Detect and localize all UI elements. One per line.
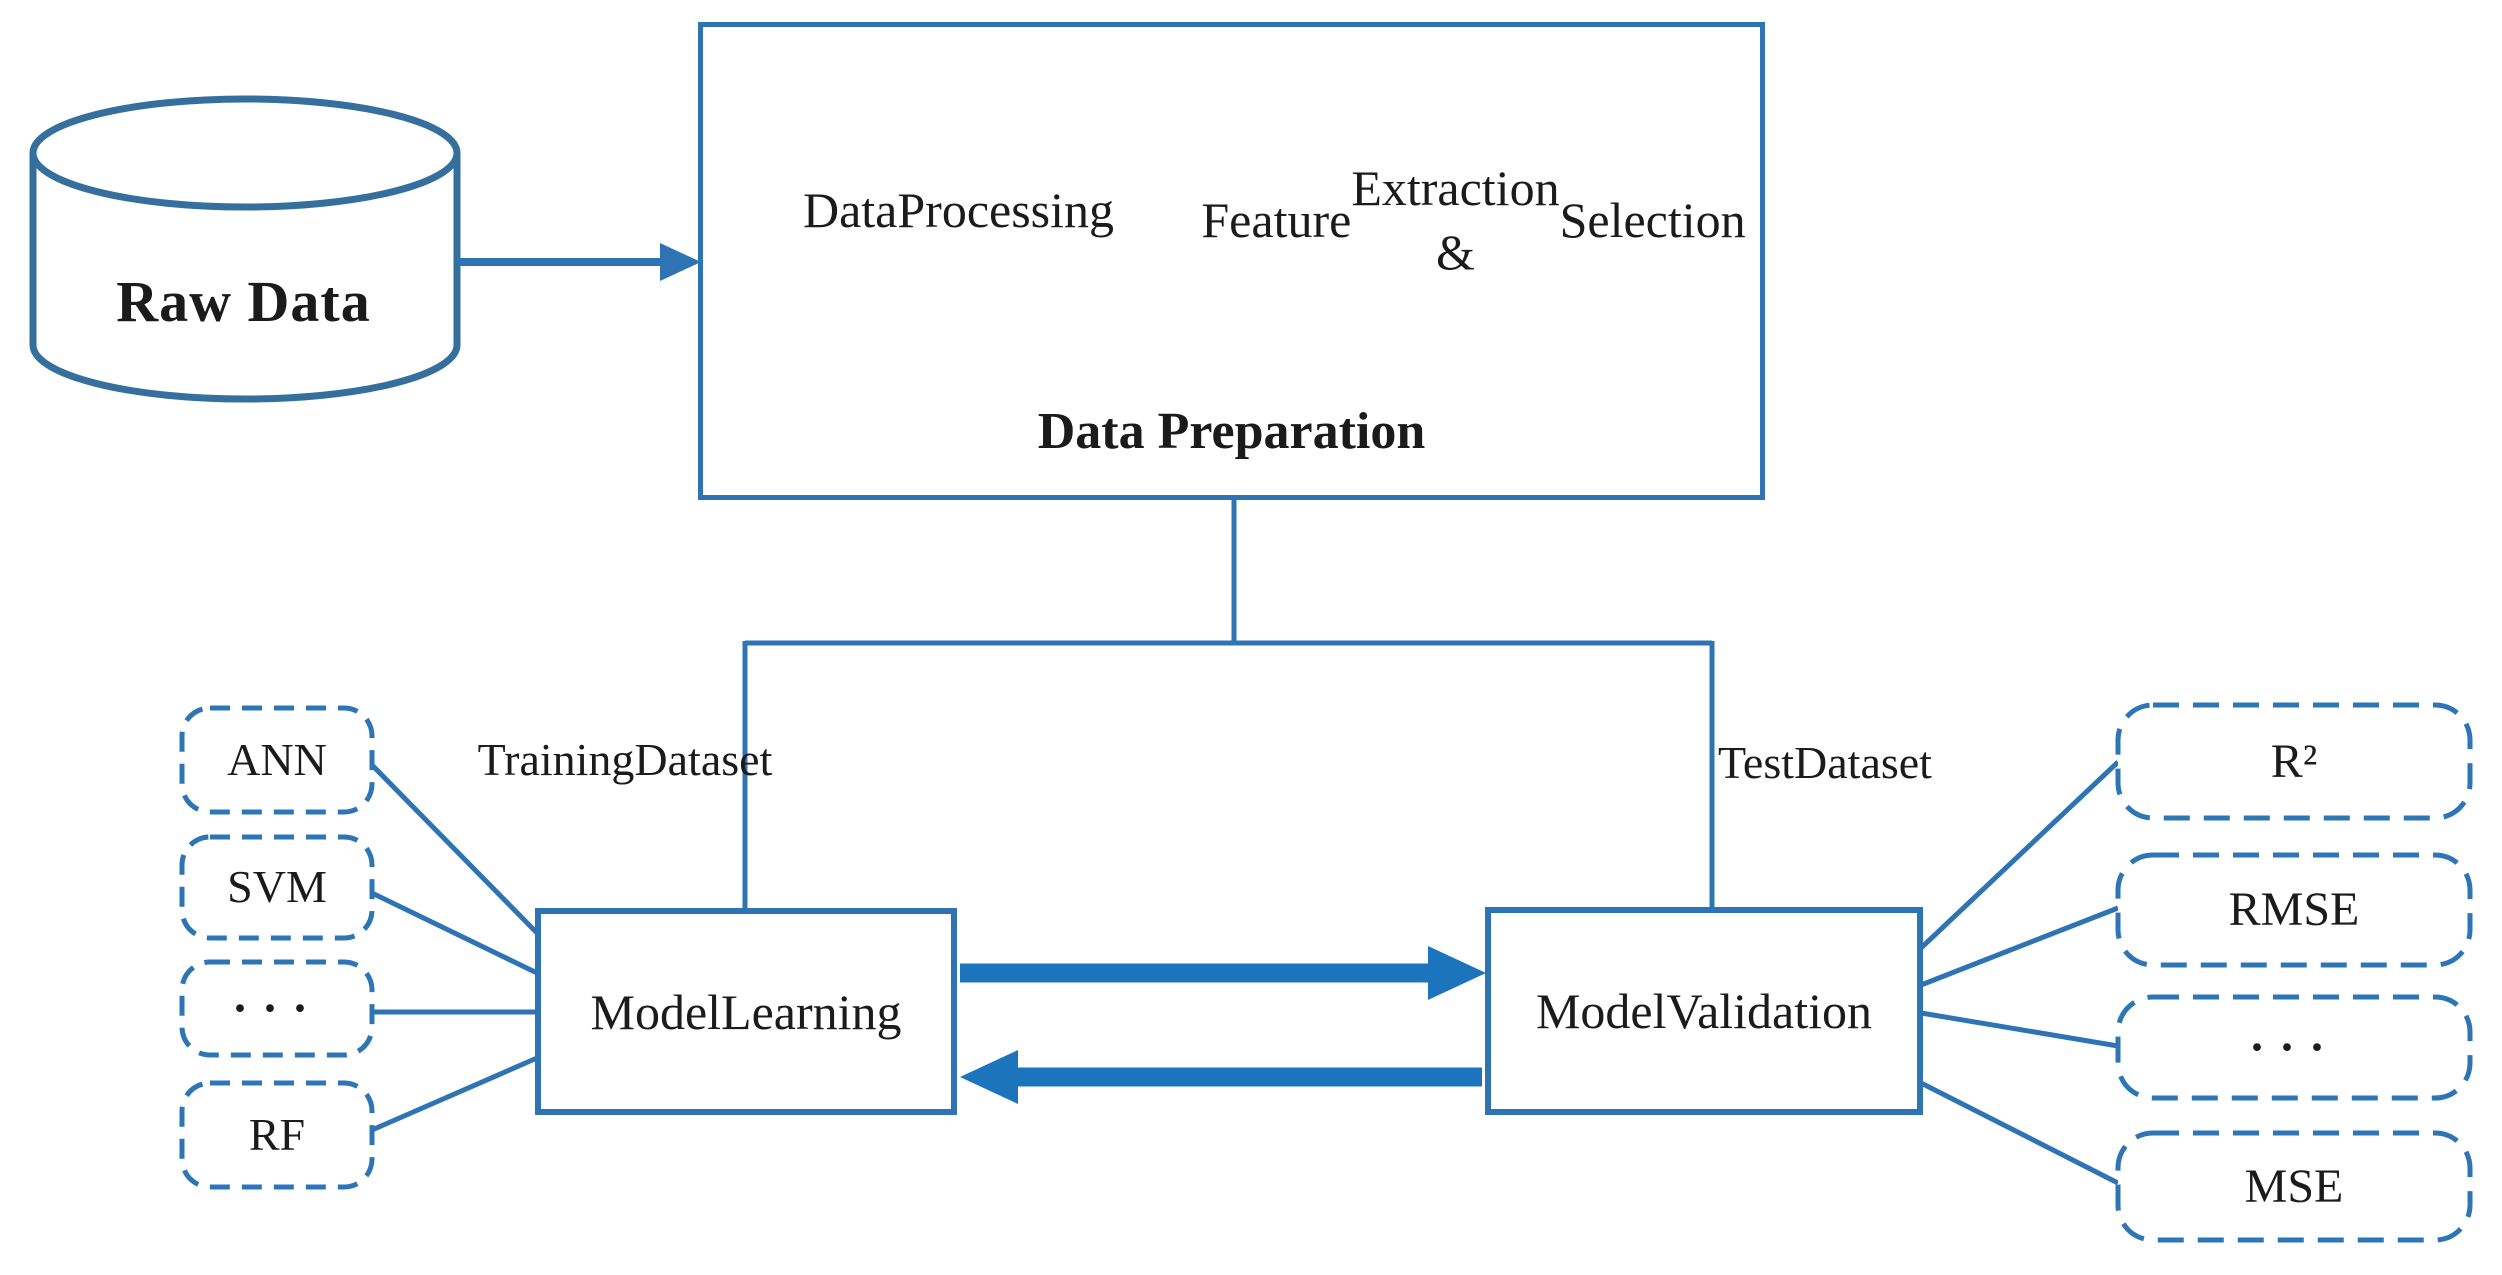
rf-box: [179, 1080, 375, 1190]
ann-label: ANN: [227, 733, 327, 785]
model-validation-label: Model Validation: [1535, 983, 1873, 1039]
link-r2: [1919, 760, 2120, 950]
link-dots-right: [1920, 1010, 2119, 1049]
r2-label: R²: [2270, 734, 2318, 788]
svm-box: [179, 834, 375, 941]
rmse-box: [2115, 852, 2473, 968]
raw-data-cylinder: [29, 95, 461, 403]
rf-label: RF: [248, 1108, 306, 1160]
raw-data-label: Raw Data: [116, 268, 371, 334]
model-learning-label: Model Learning: [590, 983, 902, 1040]
r2-box: [2115, 702, 2473, 821]
link-rmse: [1920, 905, 2119, 988]
link-ann: [370, 763, 539, 935]
data-preparation-title: Data Preparation: [1037, 402, 1426, 460]
test-dataset-label: Test Dataset: [1718, 736, 1932, 788]
link-svm: [370, 890, 539, 976]
data-processing-label: Data Processing: [802, 182, 1115, 238]
metric-links: [1919, 760, 2120, 1186]
arrow-rawdata-to-preparation: [458, 243, 701, 281]
dots-left-box: [179, 959, 375, 1058]
data-preparation-box: [698, 22, 1765, 500]
rmse-label: RMSE: [2228, 883, 2360, 937]
dots-right-box: [2115, 994, 2473, 1101]
link-rf: [371, 1055, 538, 1133]
thick-arrow-learning-to-validation: [960, 946, 1486, 1000]
dots-left-label: ···: [231, 981, 323, 1035]
mse-label: MSE: [2244, 1159, 2344, 1213]
svm-label: SVM: [227, 861, 327, 913]
training-dataset-label: Training Dataset: [477, 733, 773, 785]
model-validation-box: [1485, 907, 1923, 1115]
feature-extraction-label: Feature Extraction & Selection: [1201, 160, 1746, 280]
dots-right-label: ···: [2248, 1020, 2340, 1074]
algorithm-links: [370, 763, 539, 1133]
link-mse: [1919, 1080, 2120, 1186]
model-learning-box: [535, 908, 957, 1115]
connector-preparation-split: [742, 500, 1715, 908]
mse-box: [2115, 1130, 2473, 1243]
ann-box: [179, 705, 375, 815]
thick-arrow-validation-to-learning: [960, 1050, 1482, 1104]
